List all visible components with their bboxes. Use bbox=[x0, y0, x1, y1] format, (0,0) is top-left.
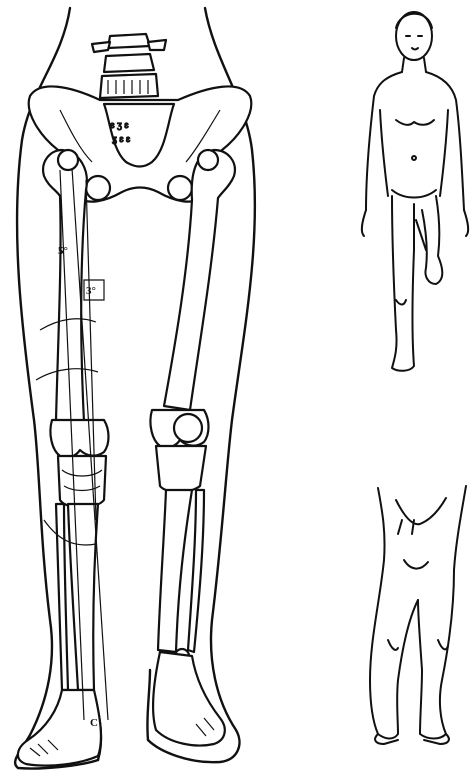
label-point-c: C bbox=[90, 717, 98, 729]
lower-body-figure bbox=[370, 486, 466, 744]
lumbar-vertebrae bbox=[92, 34, 166, 98]
standing-figure-bent-knee bbox=[362, 12, 468, 371]
left-knee-joint bbox=[50, 420, 108, 508]
right-foot bbox=[153, 652, 225, 745]
svg-text:ʒ ɛ ɛ: ʒ ɛ ɛ bbox=[112, 134, 130, 144]
figure-hair bbox=[396, 14, 432, 28]
skeleton-illustration: ƨ ʒ ɛ ʒ ɛ ɛ bbox=[15, 8, 255, 769]
label-measure-5: 5° bbox=[58, 245, 68, 257]
label-measure-3: 3° bbox=[86, 285, 96, 297]
left-lower-leg-bones bbox=[56, 504, 98, 690]
right-knee-joint bbox=[150, 410, 208, 492]
svg-text:ƨ ʒ ɛ: ƨ ʒ ɛ bbox=[110, 120, 129, 130]
right-lower-leg-bones bbox=[158, 490, 204, 663]
left-foot bbox=[18, 690, 101, 766]
